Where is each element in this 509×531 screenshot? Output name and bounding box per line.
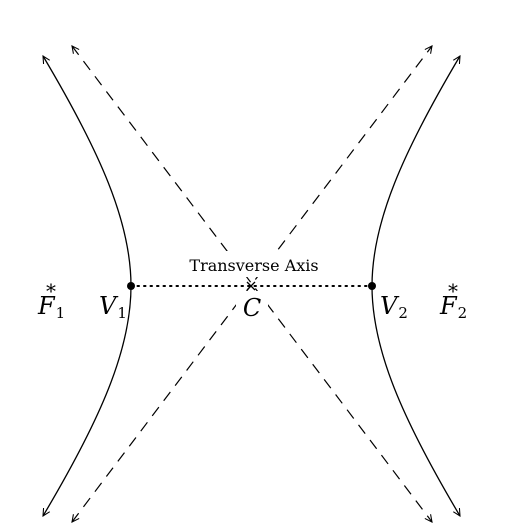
vertex-1-label: V1: [99, 292, 127, 322]
axis-label-backdrop: [172, 251, 338, 277]
asymptote-falling: [72, 46, 432, 522]
right-branch: [371, 56, 460, 516]
center-mark: [246, 281, 256, 291]
center-label: C: [243, 294, 261, 322]
axis-label: Transverse Axis: [189, 256, 318, 275]
vertex-1-point: [127, 282, 135, 290]
center-label-backdrop: [236, 291, 268, 325]
focus-2-label: F2: [439, 292, 467, 322]
focus-1-mark: *: [46, 279, 56, 303]
vertex-2-point: [368, 282, 376, 290]
focus-2-mark: *: [448, 279, 458, 303]
vertex-2-label: V2: [380, 292, 408, 322]
left-branch: [43, 56, 132, 516]
focus-1-label: F1: [37, 292, 65, 322]
